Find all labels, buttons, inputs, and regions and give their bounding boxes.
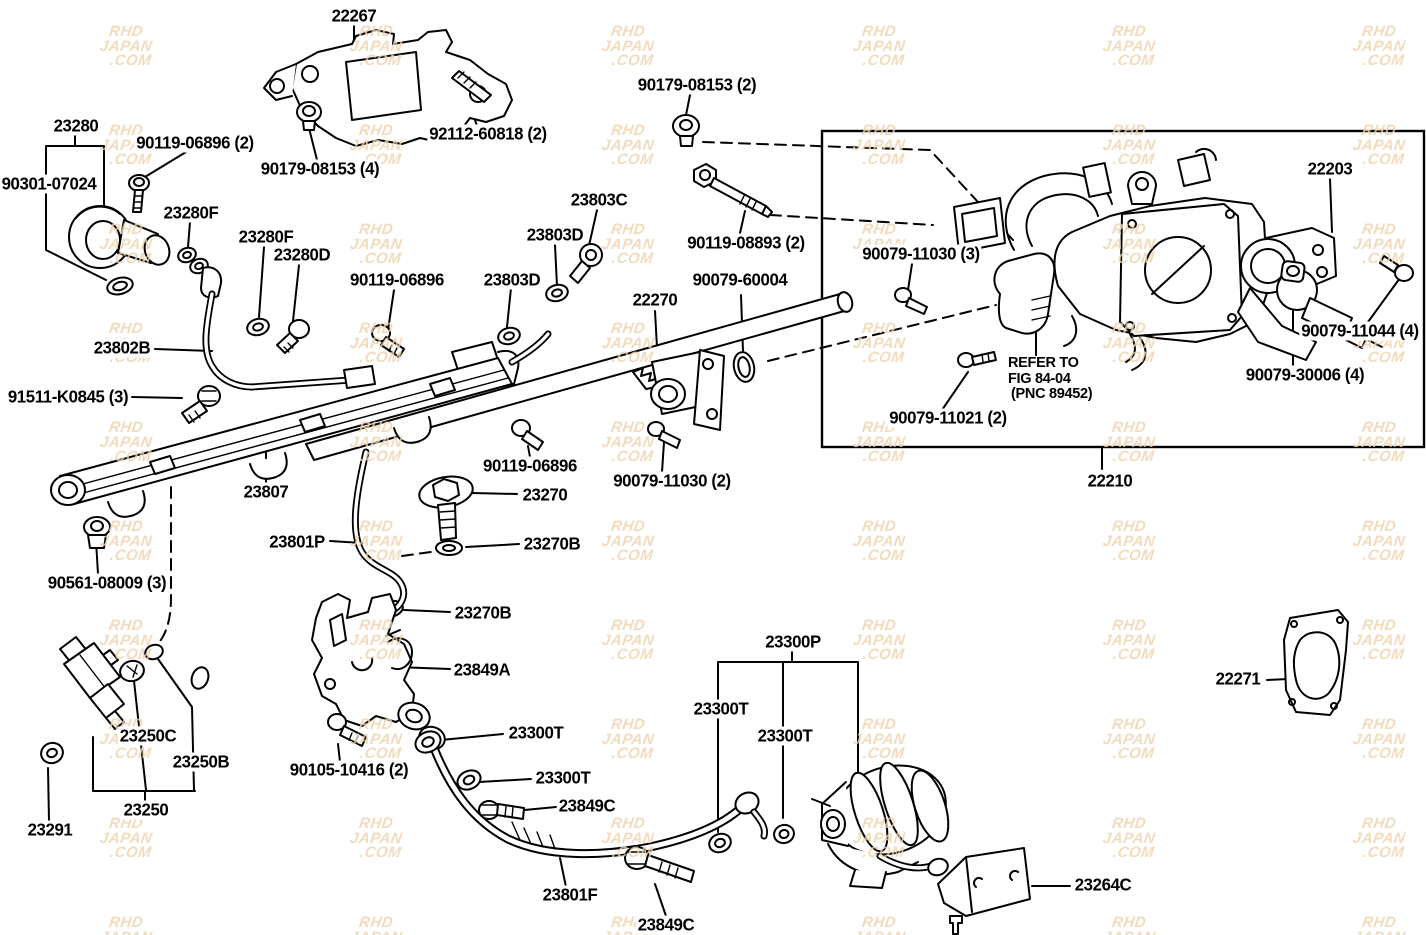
bolt-90119-06896-2	[128, 174, 150, 213]
part-label: 23801P	[267, 531, 327, 552]
part-label: 23280	[51, 115, 101, 136]
refer-note-line: REFER TO	[1008, 355, 1079, 371]
bracket-23849A	[311, 593, 415, 727]
bolt-23280D	[276, 319, 310, 354]
bolt-90079-11030-2	[647, 421, 681, 449]
washers-23280F	[177, 246, 270, 337]
part-label: 90179-08153 (2)	[635, 74, 759, 95]
plug-90561-08009	[83, 516, 111, 549]
bolt-90079-11030-3	[894, 287, 928, 315]
part-label: 23803D	[481, 269, 543, 290]
refer-note-line: FIG 84-04	[1008, 370, 1071, 387]
part-label: 23300T	[533, 767, 593, 788]
part-label: 23802B	[91, 337, 153, 358]
stud-92112-60818	[451, 70, 492, 103]
part-label: 22203	[1305, 158, 1355, 179]
part-label: 23300P	[763, 631, 823, 652]
part-label: 22210	[1085, 470, 1135, 491]
nut-90179-08153-4	[296, 101, 322, 131]
part-label: 23270B	[521, 533, 583, 554]
part-label: 90079-11030 (2)	[611, 470, 733, 491]
bolt-91511-K0845	[181, 385, 221, 424]
bolt-90079-11044	[1379, 255, 1414, 282]
washers-23803D	[497, 283, 569, 346]
throttle-body	[953, 147, 1337, 371]
part-label: 22267	[329, 5, 379, 26]
part-label: 90179-08153 (4)	[258, 158, 382, 179]
washers-23300T	[414, 730, 795, 854]
part-label: 90119-06896	[481, 455, 579, 476]
part-label: 23849A	[451, 659, 513, 680]
part-label: 23280D	[271, 244, 333, 265]
part-label: 23801F	[540, 884, 600, 905]
dashed-lines	[156, 141, 1014, 646]
bracket-22267	[263, 29, 513, 147]
fuel-rail-23807	[50, 291, 854, 518]
part-label: 90119-08893 (2)	[685, 232, 807, 253]
part-label: 22270	[630, 289, 680, 310]
pipe-23802B	[200, 266, 376, 391]
part-label: 23250C	[117, 725, 179, 746]
cold-start-injector-22270	[632, 349, 725, 431]
insulator-23250B	[190, 666, 210, 690]
part-label: 23291	[25, 819, 75, 840]
nut-90179-08153-2	[672, 114, 700, 147]
o-ring-90079-60004	[732, 351, 756, 383]
bolt-90105-10416	[327, 713, 367, 747]
o-ring-23291	[40, 741, 64, 765]
refer-note: REFER TO FIG 84-04 (PNC 89452)	[1007, 355, 1094, 403]
part-label: 91511-K0845 (3)	[5, 386, 131, 407]
part-label: 90079-60004	[690, 269, 790, 290]
banjo-bolt-23849C-1	[478, 800, 525, 820]
bolt-bottom	[949, 915, 963, 935]
part-label: 90079-11044 (4)	[1299, 320, 1421, 341]
part-label: 23280F	[236, 226, 296, 247]
part-label: 23849C	[635, 914, 697, 935]
part-label: 90079-11021 (2)	[887, 407, 1009, 428]
part-label: 23803C	[568, 189, 630, 210]
part-label: 23803D	[524, 224, 586, 245]
part-label: 23264C	[1072, 874, 1134, 895]
bracket-23264C	[937, 847, 1031, 917]
pressure-regulator-23280	[68, 205, 171, 296]
banjo-bolt-23849C-2	[624, 846, 695, 883]
bolt-90119-06896-3	[511, 419, 544, 451]
part-label: 23280F	[161, 202, 221, 223]
bolt-23803C	[569, 243, 603, 284]
part-label: 22271	[1213, 668, 1263, 689]
part-label: 23270	[520, 484, 570, 505]
bolt-90119-06896-mid	[371, 324, 405, 358]
bolt-90119-08893	[693, 163, 773, 218]
grommet-23250C	[119, 659, 145, 683]
grommet-90079-30006	[1280, 260, 1306, 283]
part-label: 23807	[241, 481, 291, 502]
part-label: 23300T	[506, 722, 566, 743]
refer-note-line: (PNC 89452)	[1011, 386, 1093, 402]
part-label: 92112-60818 (2)	[427, 123, 549, 144]
part-label: 90561-08009 (3)	[45, 572, 169, 593]
part-label: 90119-06896 (2)	[134, 132, 256, 153]
part-label: 90119-06896	[348, 269, 446, 290]
part-label: 23300T	[755, 725, 815, 746]
damper-23270	[418, 475, 474, 556]
part-label: 90301-07024	[0, 173, 99, 194]
gasket-22271	[1283, 609, 1349, 716]
part-label: 90105-10416 (2)	[287, 759, 411, 780]
part-label: 23849C	[556, 795, 618, 816]
part-label: 90079-30006 (4)	[1243, 364, 1367, 385]
fuel-injector-23250	[59, 636, 125, 730]
part-label: 23300T	[691, 698, 751, 719]
fuel-filter	[811, 761, 950, 889]
hose-23801F	[397, 701, 768, 859]
part-label: 23270B	[452, 602, 514, 623]
pebble	[144, 643, 164, 661]
bolt-90079-11021	[957, 351, 997, 368]
part-label: 23250	[121, 799, 171, 820]
part-label: 90079-11030 (3)	[860, 243, 982, 264]
part-label: 23250B	[170, 751, 232, 772]
part-group-box	[820, 129, 1426, 449]
